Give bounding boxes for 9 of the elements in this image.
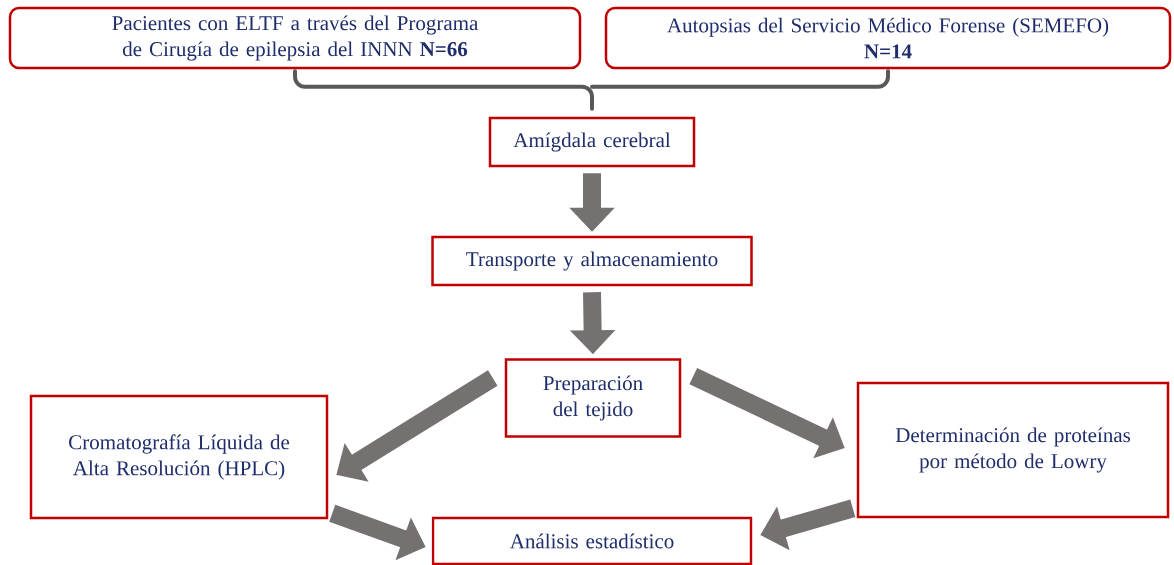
process-box: Transporte y almacenamiento <box>431 235 753 287</box>
process-box: Amígdala cerebral <box>488 116 696 168</box>
process-box: Pacientes con ELTF a través del Programa de Cirugía de epilepsia del INNN N=66 <box>8 6 582 70</box>
process-box: Cromatografía Líquida de Alta Resolución (HPLC) <box>29 394 329 520</box>
brace <box>293 69 890 111</box>
process-box: Autopsias del Servicio Médico Forense (SEMEFO) N=14 <box>604 6 1172 70</box>
process-box: Preparación del tejido <box>504 358 682 438</box>
process-box: Análisis estadístico <box>431 516 753 565</box>
process-box: Determinación de proteínas por método de Lowry <box>856 381 1170 519</box>
